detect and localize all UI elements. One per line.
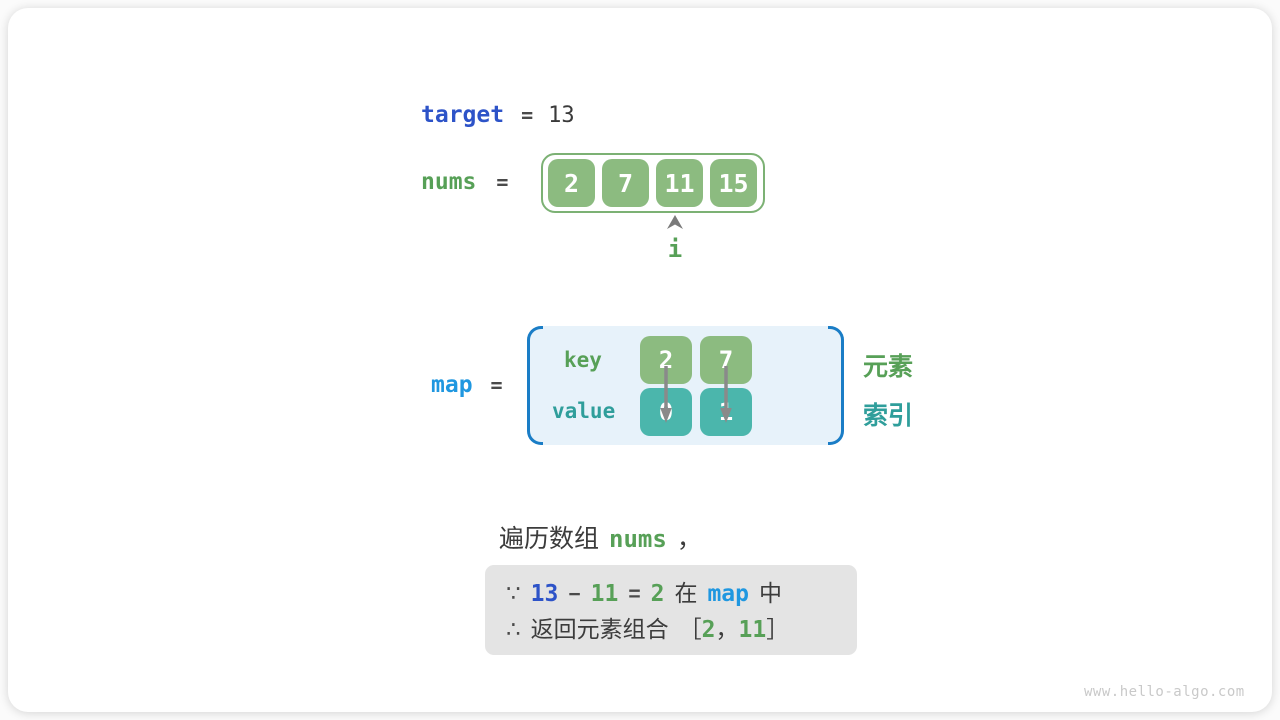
note-return-text: 返回元素组合 xyxy=(530,616,669,642)
note-in-word: 在 xyxy=(674,580,698,606)
map-value-label: value xyxy=(552,399,616,423)
map-key-label: key xyxy=(564,348,602,372)
nums-equals-sign: = xyxy=(496,170,509,194)
note-current-value: 11 xyxy=(590,581,619,607)
map-right-bracket xyxy=(828,326,844,445)
nums-cell-3: 15 xyxy=(710,159,757,207)
target-row: target = 13 xyxy=(421,102,575,128)
therefore-symbol: ∴ xyxy=(506,616,521,642)
nums-cell-1: 7 xyxy=(602,159,649,207)
nums-cell-0: 2 xyxy=(548,159,595,207)
figure-card: target = 13 nums = 2 7 11 15 i map = key val… xyxy=(8,8,1272,712)
target-equals-sign: = xyxy=(521,103,534,127)
map-keyword: map xyxy=(431,372,473,398)
element-annotation: 元素 xyxy=(863,353,914,381)
target-keyword: target xyxy=(421,102,505,128)
key-to-value-arrow-icon xyxy=(720,366,732,423)
nums-cell-2: 11 xyxy=(656,159,703,207)
nums-keyword: nums xyxy=(421,169,477,195)
because-symbol: ∵ xyxy=(506,580,521,606)
index-annotation: 索引 xyxy=(863,402,914,430)
map-left-bracket xyxy=(527,326,543,445)
note-result-first: 2 xyxy=(701,617,716,643)
nums-array-box: 2 7 11 15 xyxy=(541,153,765,213)
caption-line: 遍历数组 nums ， xyxy=(499,519,702,555)
note-zhong-word: 中 xyxy=(758,580,782,606)
note-difference-value: 2 xyxy=(650,581,665,607)
map-equals-sign: = xyxy=(490,373,503,397)
note-close-bracket: ］ xyxy=(766,616,790,642)
caption-comma: ， xyxy=(676,525,702,553)
note-result-comma: ， xyxy=(715,616,739,642)
target-value: 13 xyxy=(548,103,575,128)
caption-nums-code: nums xyxy=(609,525,667,553)
note-target-value: 13 xyxy=(530,581,559,607)
key-to-value-arrow-icon xyxy=(660,366,672,423)
pointer-i-label: i xyxy=(667,235,683,263)
nums-label-row: nums = xyxy=(421,169,508,195)
note-open-bracket: ［ xyxy=(678,616,702,642)
map-container: key value 2 7 0 1 xyxy=(527,326,844,445)
map-label-row: map = xyxy=(431,372,503,398)
note-line-therefore: ∴ 返回元素组合 ［2，11］ xyxy=(506,612,836,647)
caption-prefix: 遍历数组 xyxy=(499,525,600,553)
pointer-up-arrow-icon xyxy=(667,215,683,230)
note-map-word: map xyxy=(707,581,749,607)
watermark: www.hello-algo.com xyxy=(1084,684,1245,700)
note-equals-sign: = xyxy=(628,583,641,606)
minus-sign: − xyxy=(568,583,581,606)
note-result-second: 11 xyxy=(738,617,767,643)
